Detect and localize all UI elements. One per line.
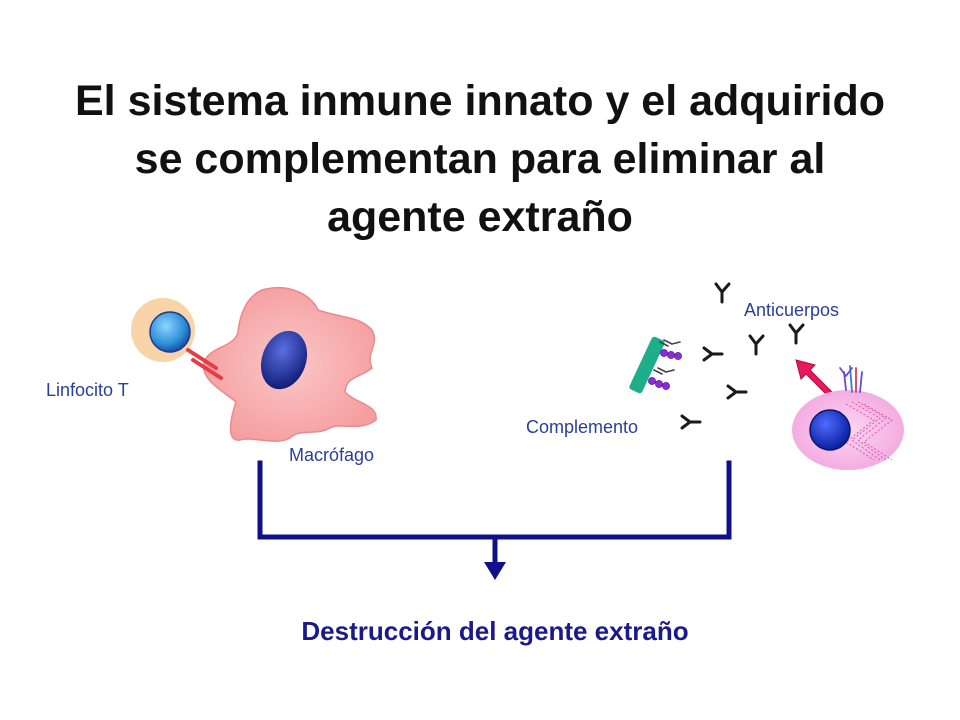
label-anticuerpos: Anticuerpos (744, 300, 840, 320)
macrophage-nucleus (260, 330, 308, 390)
down-arrow-icon (484, 562, 506, 580)
plasma-cell-icon (792, 365, 904, 470)
t-lymphocyte-icon (131, 298, 223, 380)
label-linfocito-t: Linfocito T (46, 380, 129, 400)
connector-bracket (257, 460, 732, 569)
complement-icon (629, 336, 682, 394)
label-macrofago: Macrófago (289, 445, 375, 465)
macrophage-icon (202, 286, 377, 442)
pink-arrow-icon (795, 359, 833, 397)
antibody-icon (680, 282, 805, 430)
result-text: Destrucción del agente extraño (301, 616, 689, 646)
page-title: El sistema inmune innato y el adquirido … (75, 77, 885, 241)
label-complemento: Complemento (526, 417, 639, 437)
